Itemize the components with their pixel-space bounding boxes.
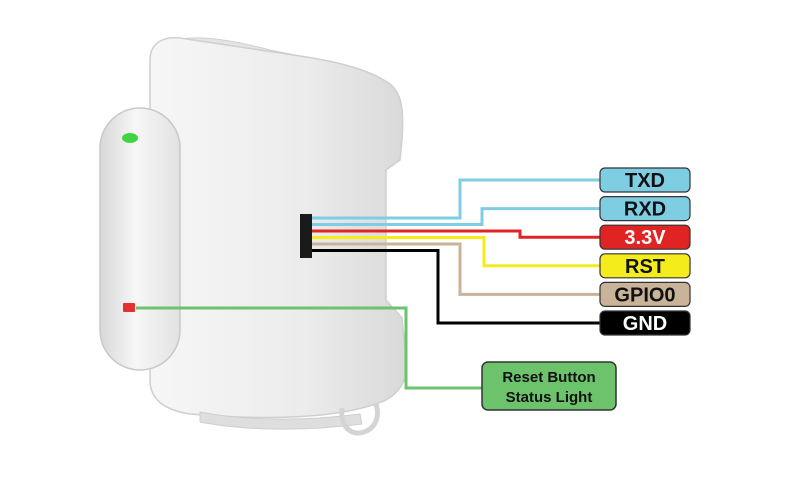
pin-box-33v [599, 224, 691, 250]
callout-line-1: Reset Button [502, 369, 595, 386]
callout-reset-status: Reset Button Status Light [481, 361, 617, 411]
reset-button [123, 303, 135, 312]
pin-box-txd [599, 167, 691, 193]
pin-box-gpio0 [599, 281, 691, 307]
pin-label-rst: RST [625, 256, 665, 278]
pin-label-33v: 3.3V [624, 227, 666, 249]
status-led [122, 133, 138, 143]
wire-rst [312, 236, 600, 268]
device-mount-clip [339, 403, 380, 436]
wire-rxd [312, 207, 600, 226]
device-front-panel [99, 107, 181, 371]
device-bottom-ridges [199, 411, 363, 430]
wire-gpio0 [312, 242, 600, 296]
pin-box-gnd [599, 310, 691, 336]
pin-label-rxd: RXD [624, 199, 666, 221]
wire-33v [312, 229, 600, 239]
wire-reset-status [136, 306, 482, 390]
pin-box-rxd [599, 196, 691, 222]
wires [136, 178, 600, 390]
pin-label-gpio0: GPIO0 [614, 284, 675, 306]
wire-gnd [312, 249, 600, 325]
device-module [99, 36, 408, 436]
callout-box [481, 361, 617, 411]
pin-box-rst [599, 253, 691, 279]
wire-txd [312, 178, 600, 220]
callout-line-2: Status Light [506, 389, 593, 406]
device-body [149, 36, 408, 419]
pin-label-txd: TXD [625, 170, 665, 192]
header-connector [300, 214, 312, 258]
pin-label-gnd: GND [623, 313, 667, 335]
